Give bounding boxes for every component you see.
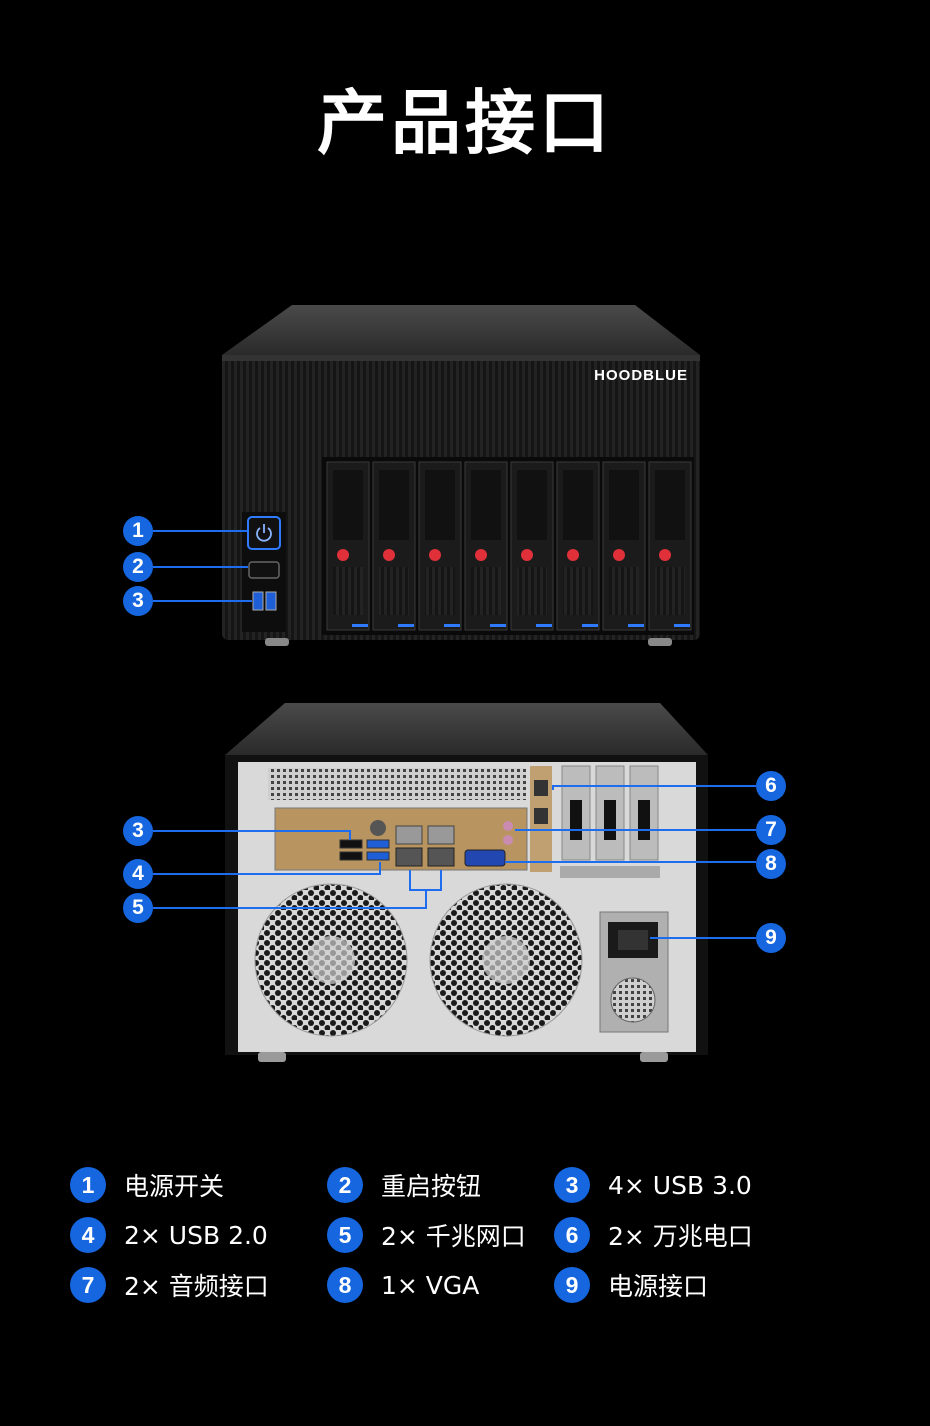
legend-number: 6 — [554, 1217, 590, 1253]
legend-label: 4× USB 3.0 — [608, 1170, 752, 1200]
legend-item-vga: 8 1× VGA — [327, 1266, 479, 1304]
drive-bay[interactable] — [602, 461, 646, 631]
legend-item-power-port: 9 电源接口 — [554, 1266, 708, 1304]
rear-leader-lines — [153, 785, 756, 939]
legend-label: 2× 千兆网口 — [381, 1222, 526, 1251]
legend-number: 4 — [70, 1217, 106, 1253]
drive-bay[interactable] — [418, 461, 462, 631]
legend-label: 2× USB 2.0 — [124, 1220, 268, 1250]
legend-label: 电源开关 — [124, 1172, 225, 1201]
drive-bays — [326, 461, 692, 631]
front-callout-2: 2 — [123, 552, 153, 582]
legend-number: 2 — [327, 1167, 363, 1203]
legend-label: 2× 万兆电口 — [608, 1222, 753, 1251]
rear-callout-4: 4 — [123, 859, 153, 889]
drive-bay[interactable] — [648, 461, 692, 631]
front-callout-3: 3 — [123, 586, 153, 616]
front-chassis: HOODBLUE — [222, 305, 700, 646]
drive-bay[interactable] — [326, 461, 370, 631]
power-icon — [256, 524, 272, 542]
legend-item-10g-lan: 6 2× 万兆电口 — [554, 1216, 753, 1254]
front-leader-lines — [153, 530, 252, 602]
page-title: 产品接口 — [317, 82, 613, 164]
legend-number: 8 — [327, 1267, 363, 1303]
legend-item-audio: 7 2× 音频接口 — [70, 1266, 269, 1304]
legend-label: 1× VGA — [381, 1270, 480, 1300]
front-usb[interactable] — [252, 591, 277, 611]
legend-number: 9 — [554, 1267, 590, 1303]
legend-number: 7 — [70, 1267, 106, 1303]
rear-callout-5: 5 — [123, 893, 153, 923]
legend-item-reset-button: 2 重启按钮 — [327, 1166, 481, 1204]
rear-callout-8: 8 — [756, 849, 786, 879]
rear-chassis — [225, 703, 708, 1062]
legend-item-power-switch: 1 电源开关 — [70, 1166, 224, 1204]
legend-item-usb3: 3 4× USB 3.0 — [554, 1166, 752, 1204]
rear-callout-6: 6 — [756, 771, 786, 801]
drive-bay[interactable] — [510, 461, 554, 631]
reset-button[interactable] — [248, 561, 280, 579]
legend-item-gigabit-lan: 5 2× 千兆网口 — [327, 1216, 526, 1254]
brand-logo: HOODBLUE — [594, 367, 688, 384]
rear-callout-3: 3 — [123, 816, 153, 846]
legend-number: 5 — [327, 1217, 363, 1253]
legend-label: 电源接口 — [608, 1272, 709, 1301]
legend-number: 1 — [70, 1167, 106, 1203]
legend-label: 重启按钮 — [381, 1172, 482, 1201]
rear-callout-7: 7 — [756, 815, 786, 845]
drive-bay[interactable] — [556, 461, 600, 631]
legend-number: 3 — [554, 1167, 590, 1203]
legend-item-usb2: 4 2× USB 2.0 — [70, 1216, 268, 1254]
drive-bay[interactable] — [464, 461, 508, 631]
legend-label: 2× 音频接口 — [124, 1272, 269, 1301]
front-callout-1: 1 — [123, 516, 153, 546]
drive-bay[interactable] — [372, 461, 416, 631]
rear-callout-9: 9 — [756, 923, 786, 953]
